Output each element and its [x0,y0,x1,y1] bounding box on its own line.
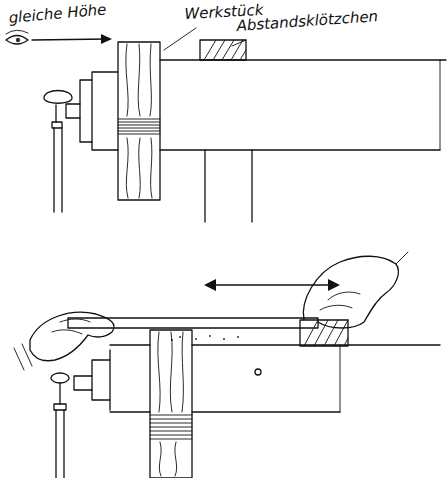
motion-arrow [212,284,332,285]
headstock [51,373,69,383]
workpiece [151,138,152,198]
spacer-block [300,320,348,346]
sight-arrow [32,34,112,44]
headstock [53,128,54,212]
workpiece [175,442,177,476]
eye-symbol [6,30,28,34]
left-hand [60,319,90,322]
lathe-bed [195,338,197,340]
tool-rest [68,318,318,328]
headstock [59,383,60,404]
lathe-bed [255,369,261,375]
headstock [109,350,110,410]
leader-line [164,28,196,50]
workpiece [159,442,161,476]
eye-symbol [6,36,28,45]
headstock [92,72,118,150]
left-hand [22,344,32,366]
headstock [66,104,80,118]
leader-line [232,40,246,46]
workpiece [118,42,160,200]
workpiece [118,119,160,134]
workpiece [158,332,160,412]
headstock [74,376,92,390]
headstock [61,128,62,212]
right-hand [303,256,398,328]
workpiece [126,138,128,198]
spacer-block [200,40,246,60]
workpiece [150,330,192,478]
workpiece [126,44,128,116]
right-hand [303,252,408,328]
eye-symbol [16,38,20,42]
workpiece [150,415,192,439]
lathe-bed [204,150,205,222]
headstock [55,105,56,122]
headstock [51,350,110,478]
leader-line [164,28,246,50]
motion-arrow [204,279,340,291]
headstock [52,122,62,128]
lathe-bed [160,149,440,150]
workpiece [170,332,172,412]
headstock [63,410,64,478]
lathe-bed [160,60,446,222]
motion-arrow [204,279,216,291]
spacer-block [300,320,348,346]
part-label: gleiche Höhe [8,1,107,26]
headstock [54,404,66,410]
spacer-block [304,320,348,346]
left-hand [14,348,24,370]
spacer-block [204,40,246,60]
lathe-bed [223,338,225,340]
workpiece [150,330,192,478]
lathe-bed [192,344,440,345]
headstock [44,72,118,212]
lathe-bed [192,411,340,412]
headstock [55,410,56,478]
lathe-bed [110,411,150,412]
headstock [92,360,110,400]
workpiece [139,138,141,198]
tool-rest [68,318,318,328]
right-hand [328,292,360,300]
workpiece [150,44,151,116]
left-hand [14,312,114,370]
spacer-block [200,40,246,60]
right-hand [320,305,352,310]
left-hand [30,312,114,360]
headstock [80,80,92,142]
headstock [44,91,72,104]
lathe-bed [251,150,252,222]
workpiece [182,332,183,412]
lathe-bed [209,335,211,337]
lathe-bed [340,345,341,412]
sight-arrow [101,34,112,44]
eye-symbol [6,30,28,44]
left-hand [52,330,82,334]
lathe-bed [237,336,239,338]
sight-arrow [32,39,108,40]
lathe-bed [110,344,150,345]
motion-arrow [328,279,340,291]
workpiece [138,44,140,116]
lathe-bed [179,336,181,338]
workpiece [118,42,160,200]
lathe-bed [440,60,441,150]
right-hand [396,252,408,264]
